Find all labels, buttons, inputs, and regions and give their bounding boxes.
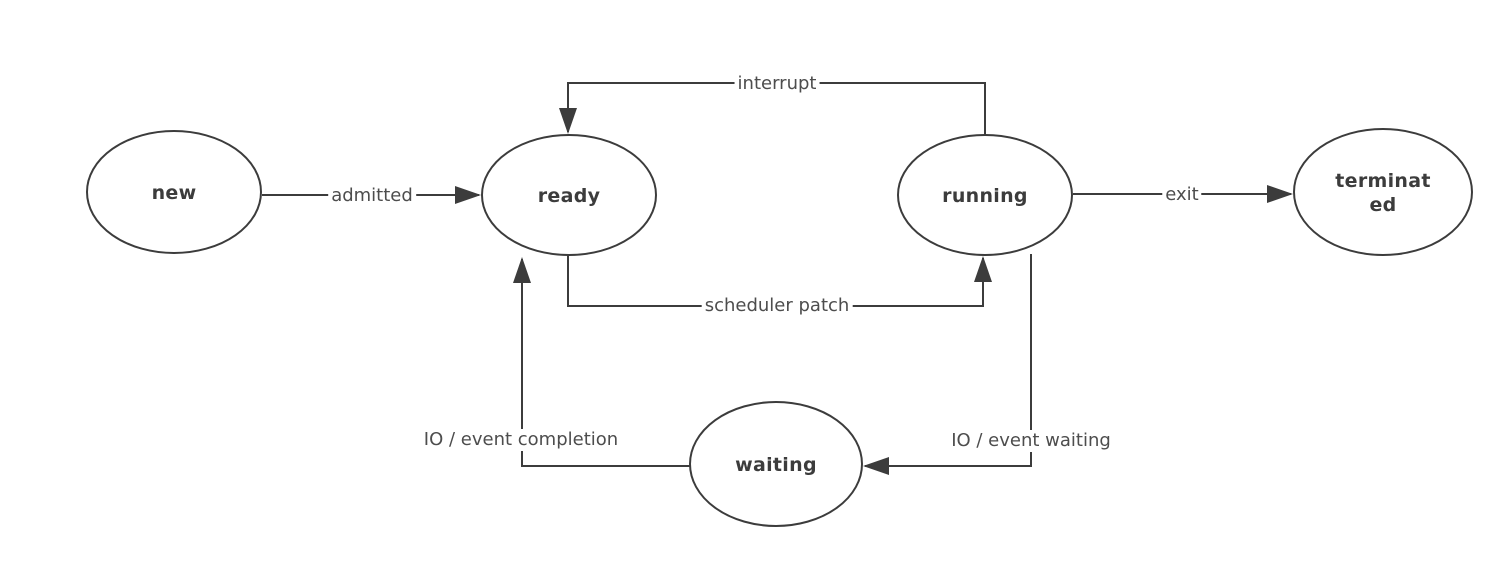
edge-io-event-waiting-arrow (863, 254, 1032, 475)
node-waiting-ellipse (689, 401, 863, 527)
node-new-label: new (151, 182, 197, 204)
node-terminated-label: terminated (1335, 170, 1431, 216)
node-ready-label: ready (537, 185, 601, 207)
node-new-ellipse (86, 130, 262, 254)
edge-scheduler-patch-label: scheduler patch (701, 295, 853, 317)
edge-admitted-label: admitted (328, 185, 416, 207)
edge-io-event-waiting-label: IO / event waiting (948, 430, 1114, 452)
edge-io-event-completion-label: IO / event completion (420, 429, 622, 451)
node-terminated-ellipse (1293, 128, 1473, 256)
node-running-ellipse (897, 134, 1073, 256)
edge-io-event-completion-arrow (513, 257, 690, 467)
edge-interrupt-label: interrupt (734, 73, 820, 95)
edge-exit-label: exit (1162, 184, 1202, 206)
node-ready-ellipse (481, 134, 657, 256)
node-waiting-label: waiting (735, 454, 817, 476)
node-running-label: running (942, 185, 1028, 207)
